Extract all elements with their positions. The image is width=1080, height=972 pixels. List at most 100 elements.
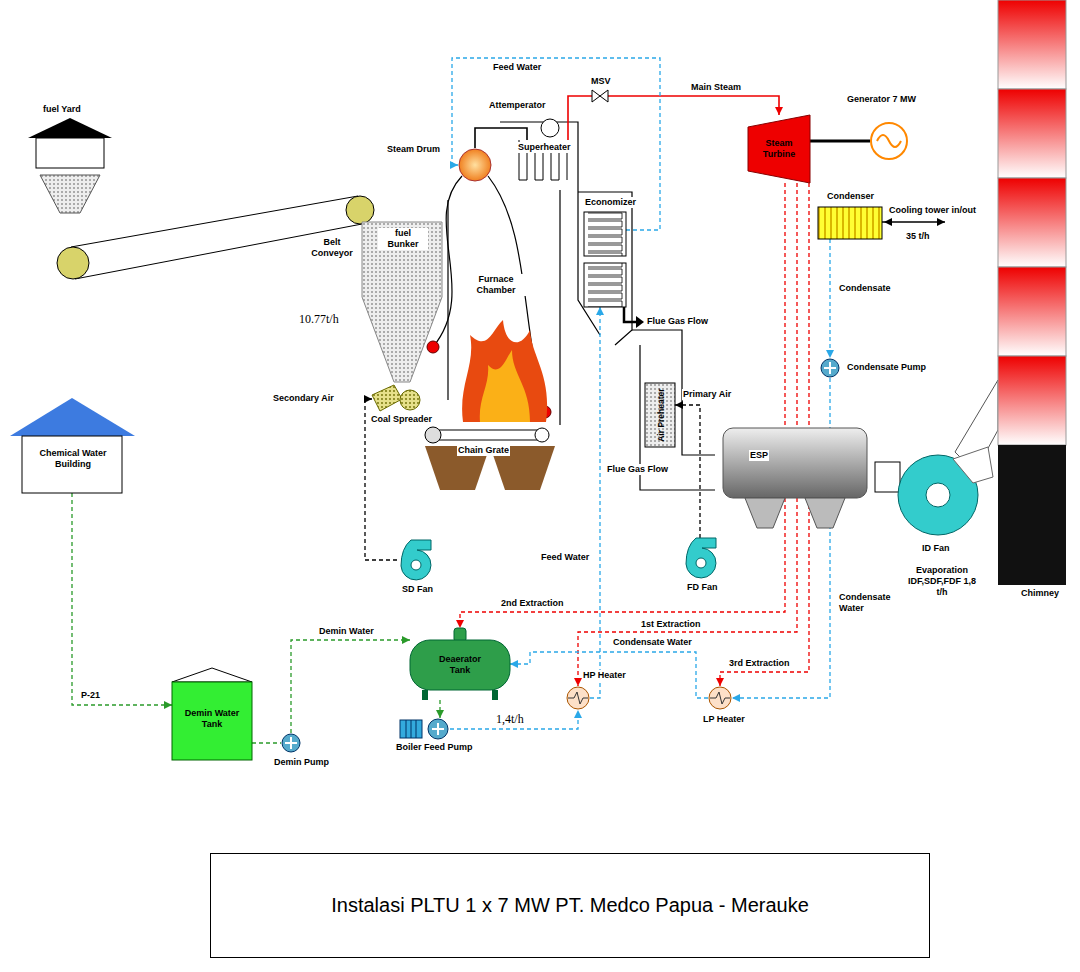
shape-part — [447, 200, 448, 400]
node-label: Economizer — [584, 197, 637, 208]
shape-part — [410, 640, 510, 690]
arrow-head — [164, 701, 172, 709]
shape-graphic — [10, 398, 135, 493]
shape-part — [998, 445, 1066, 585]
shape-part — [686, 538, 716, 578]
shape-graphic — [281, 733, 301, 753]
condenser: Condenser — [818, 207, 882, 239]
shape-part — [926, 483, 950, 507]
chimney: Chimney — [998, 0, 1066, 585]
shape-part — [172, 682, 252, 760]
flow-label: Feed Water — [540, 552, 590, 563]
shape-part — [877, 135, 901, 147]
air-preheater: Air Preheater — [645, 383, 675, 447]
node-label: Belt Conveyor — [305, 237, 359, 259]
flow-label: P-21 — [80, 690, 101, 701]
shape-part — [40, 175, 100, 213]
superheater: Superheater — [515, 140, 575, 185]
shape-part — [406, 720, 416, 738]
storage-house: fuel Yard — [28, 118, 112, 213]
shape-part — [57, 247, 89, 279]
shape-part — [824, 362, 836, 374]
annotation: Flue Gas Flow — [646, 316, 709, 327]
chemical-water-building: Chemical Water Building — [10, 398, 135, 493]
arrow-head — [510, 660, 518, 668]
shape-part — [372, 385, 420, 411]
shape-part — [535, 428, 549, 442]
shape-part — [748, 115, 810, 183]
node-label: Demin Water Tank — [182, 708, 242, 730]
shape-graphic — [584, 212, 626, 307]
arrow-head — [636, 316, 644, 328]
shape-part — [998, 0, 1066, 89]
shape-part — [998, 356, 1066, 445]
node-label: LP Heater — [702, 714, 746, 725]
node-label: FD Fan — [686, 582, 719, 593]
node-label: Steam Turbine — [754, 138, 804, 160]
shape-part — [411, 560, 421, 570]
flow-label: Feed Water — [492, 62, 542, 73]
shape-part — [282, 734, 300, 752]
shape-part — [592, 90, 608, 102]
arrow-head — [364, 395, 372, 403]
arrow-head — [596, 307, 604, 315]
duct — [875, 462, 900, 492]
flow-label: Secondary Air — [272, 393, 335, 404]
shape-part — [425, 427, 441, 443]
shape-part — [400, 390, 420, 410]
shape-part — [400, 720, 422, 738]
arrow-head — [826, 350, 834, 358]
shape-graphic — [425, 427, 550, 443]
coal-spreader: Coal Spreader — [372, 385, 422, 413]
demin-water-tank: Demin Water Tank — [172, 668, 252, 760]
shape-graphic — [372, 385, 422, 413]
shape-part — [372, 385, 402, 411]
shape-part — [541, 119, 559, 137]
node-label: Generator 7 MW — [846, 94, 917, 105]
arrow-head — [884, 218, 892, 226]
fire-core — [480, 350, 530, 422]
flow-connector — [510, 652, 708, 698]
shape-graphic — [540, 118, 560, 138]
shape-part — [998, 267, 1066, 356]
arrow-head — [675, 401, 683, 409]
flow-connector — [252, 742, 281, 743]
node-label: Demin Pump — [273, 757, 330, 768]
steam-drum: Steam Drum — [458, 148, 492, 182]
node-label: fuel Yard — [42, 104, 82, 115]
shape-graphic — [820, 358, 840, 378]
node-label: Coal Spreader — [370, 414, 433, 425]
flow-connector — [590, 307, 600, 698]
belt-conveyor: Belt Conveyor — [55, 195, 385, 280]
flow-label: Condensate — [838, 283, 892, 294]
shape-part — [584, 212, 626, 256]
annotation: Evaporation IDF,SDF,FDF 1,8 t/h — [905, 565, 979, 597]
steam-turbine: Steam Turbine — [748, 115, 810, 183]
shape-part — [710, 692, 730, 704]
node-label: ESP — [749, 450, 769, 461]
shape-part — [723, 428, 867, 498]
fuel-bunker: fuel Bunker — [362, 222, 442, 382]
annotation: Cooling tower in/out — [888, 205, 977, 216]
flow-connector — [829, 239, 830, 358]
shape-graphic — [400, 718, 450, 740]
shape-graphic — [708, 686, 732, 710]
arrow-head — [574, 678, 582, 686]
attemperator: Attemperator — [540, 118, 560, 138]
economizer: Economizer — [584, 212, 626, 307]
shape-graphic — [458, 148, 492, 182]
boiler-feed-pump: Boiler Feed Pump — [400, 718, 450, 740]
shape-part — [22, 436, 122, 493]
shape-graphic — [715, 428, 875, 528]
node-label: Attemperator — [488, 100, 547, 111]
fire — [462, 320, 547, 422]
generator: Generator 7 MW — [870, 122, 908, 160]
annotation: 10.77t/h — [298, 312, 340, 327]
shape-part — [422, 690, 428, 700]
chain-grate: Chain Grate — [425, 427, 550, 443]
annotation: Flue Gas Flow — [606, 464, 669, 475]
flow-connector — [608, 96, 779, 115]
node-label: ID Fan — [921, 543, 951, 554]
flow-label: 1,4t/h — [495, 712, 525, 727]
